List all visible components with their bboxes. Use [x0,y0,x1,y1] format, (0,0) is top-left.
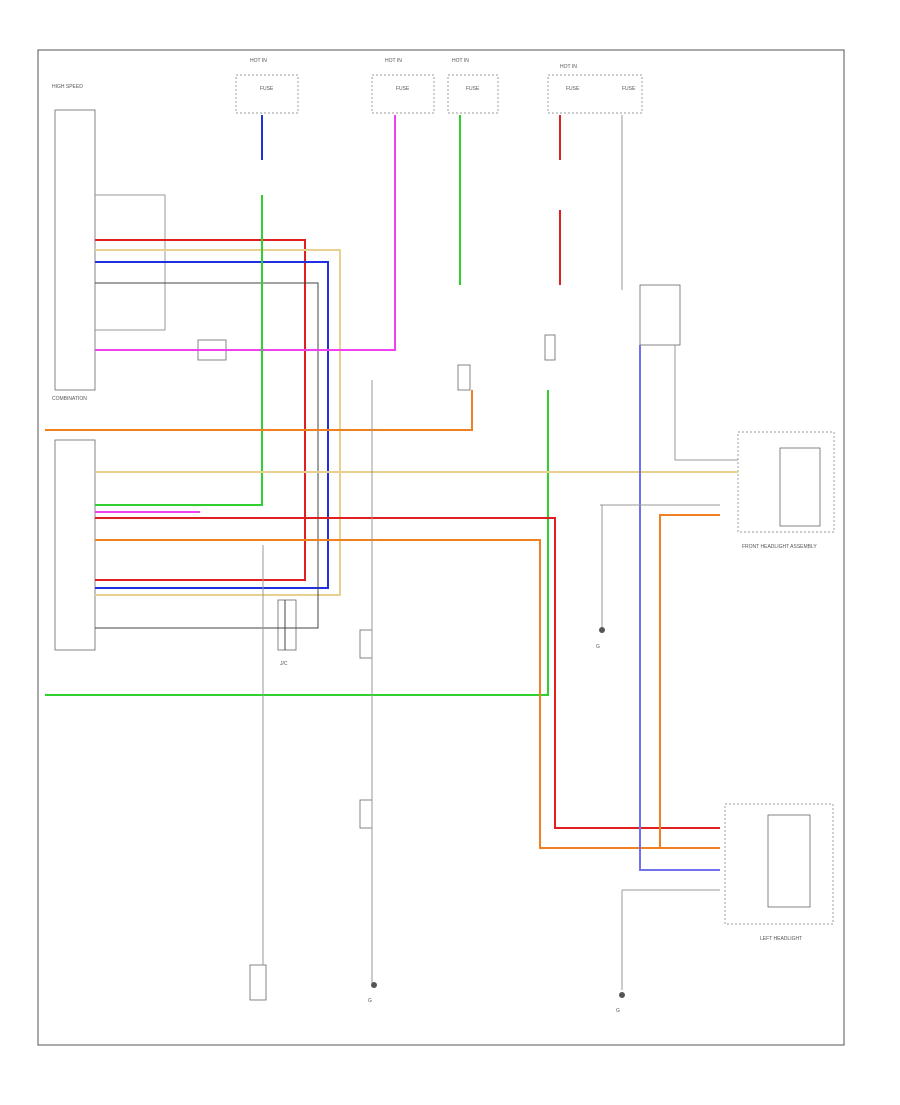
wire-violet-17 [639,345,720,871]
wire-red-1 [95,239,306,581]
junction-connector [277,599,297,651]
lh-headlight-body [767,814,811,908]
ground-symbol-2: G [616,992,625,1014]
label-hot-in-2: HOT IN [385,58,402,64]
rh-headlight-body [779,447,821,527]
ground-symbol-1: G [368,982,377,1004]
label-rh-headlight: FRONT HEADLIGHT ASSEMBLY [742,544,817,550]
label-jc: J/C [280,661,288,667]
mid-connector-1 [359,629,373,659]
mid-connector-2 [359,799,373,829]
rh-headlight-outline [737,431,835,533]
wire-green-7 [95,195,263,506]
label-hot-in-1: HOT IN [250,58,267,64]
left-ecu-connector [54,109,96,391]
wire-black-4 [95,282,319,629]
label-left-ecu: HIGH SPEED [52,84,83,90]
label-fuse-3: FUSE [466,86,480,92]
fuse-box-2 [371,74,435,114]
lh-headlight-outline [724,803,834,925]
wire-orange-15 [95,539,720,849]
ground-symbol-3: G [596,627,605,650]
label-ground-1: G [368,998,372,1004]
wire-yellow-2 [95,249,341,596]
wire-red-14 [95,517,720,829]
label-hot-in-3: HOT IN [452,58,469,64]
label-fuse-1: FUSE [260,86,274,92]
wire-magenta-5 [95,115,396,351]
label-ground-2: G [616,1008,620,1014]
label-fuse-4: FUSE [566,86,580,92]
switch-connector-2 [544,334,556,361]
wire-orange-11 [45,390,473,431]
fuse-box-3 [447,74,499,114]
switch-connector-1 [457,364,471,391]
wire-blue-3 [95,261,329,589]
label-lh-headlight: LEFT HEADLIGHT [760,936,802,942]
label-combination: COMBINATION [52,396,87,402]
relay-right [639,284,681,346]
wire-green-12 [45,390,549,696]
label-fuse-5: FUSE [622,86,636,92]
wire-group [45,115,738,990]
lower-ecu-connector [54,439,96,651]
fuse-box-1 [235,74,299,114]
label-ground-3: G [596,644,600,650]
label-fuse-2: FUSE [396,86,410,92]
fuse-box-4 [547,74,643,114]
label-hot-in-4: HOT IN [560,64,577,70]
bottom-connector [249,964,267,1001]
wire-orange-18 [659,514,720,848]
wire-gray-22 [674,345,738,461]
diagram-frame [37,49,845,1046]
